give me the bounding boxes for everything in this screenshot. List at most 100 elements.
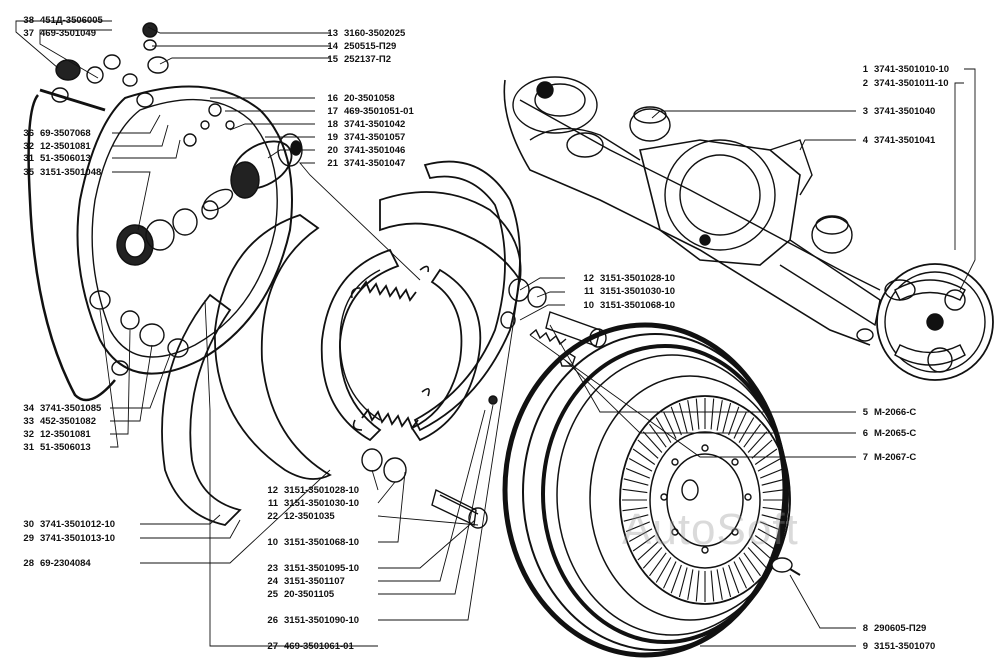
drum-fin xyxy=(762,488,788,494)
callout-number: 10 xyxy=(583,300,594,311)
drum-fin xyxy=(759,521,785,533)
callout-number: 9 xyxy=(862,641,868,652)
callout-label: 32 12-3501081 xyxy=(14,141,91,152)
callout-number: 5 xyxy=(862,407,868,418)
drum-fin xyxy=(670,564,682,594)
callout-number: 32 xyxy=(23,429,34,440)
drum-fin xyxy=(628,528,653,542)
drum-fin xyxy=(655,557,672,583)
callout-number: 26 xyxy=(267,615,278,626)
shoe-lining-left xyxy=(161,293,242,526)
brake-shoe-left xyxy=(214,214,332,480)
drum-fin xyxy=(710,570,715,602)
drum-fin xyxy=(754,535,778,552)
callout-number: 4 xyxy=(862,135,868,146)
drum-fin xyxy=(623,514,649,522)
part-code: 3151-3501028-10 xyxy=(600,273,676,284)
backing-plate xyxy=(76,85,293,375)
part-code: 3151-3501107 xyxy=(284,576,345,587)
drum-fin xyxy=(622,488,648,494)
part-code: М-2066-С xyxy=(874,407,917,418)
wheel-cylinder xyxy=(202,133,303,212)
drum-fin xyxy=(722,402,732,433)
drum-fin xyxy=(663,561,677,589)
drum-fin xyxy=(762,506,788,512)
callout-number: 33 xyxy=(23,416,34,427)
drum-fin xyxy=(761,478,787,486)
callout-number: 31 xyxy=(23,442,34,453)
drum-fin xyxy=(623,478,649,486)
part-code: 290605-П29 xyxy=(874,623,927,634)
part-code: 3741-3501012-10 xyxy=(40,519,116,530)
drum-fin xyxy=(751,541,773,561)
callout-number: 36 xyxy=(23,128,34,139)
part-code: 3151-3501028-10 xyxy=(284,485,360,496)
callout-label: 5 М-2066-С xyxy=(848,407,917,418)
callout-label: 4 3741-3501041 xyxy=(848,135,936,146)
callout-number: 37 xyxy=(23,28,34,39)
drum-fin xyxy=(687,569,694,600)
drum-fin xyxy=(722,567,732,598)
part-code: 3151-3501068-10 xyxy=(600,300,676,311)
brake-drum xyxy=(502,322,801,658)
callout-number: 11 xyxy=(583,286,594,297)
callout-number: 34 xyxy=(23,403,34,414)
part-code: 469-3501049 xyxy=(40,28,96,39)
part-code: 3741-3501042 xyxy=(344,119,406,130)
part-code: 469-3501061-01 xyxy=(284,641,354,652)
callout-number: 6 xyxy=(862,428,868,439)
drum-fin xyxy=(642,431,663,453)
return-spring-lower xyxy=(352,388,430,431)
callout-number: 18 xyxy=(327,119,338,130)
drum-fin xyxy=(743,423,761,448)
callout-number: 8 xyxy=(862,623,868,634)
brake-shoe-right xyxy=(379,160,522,432)
leader-lines xyxy=(15,20,976,647)
drum-fin xyxy=(637,541,659,561)
part-code: 252137-П2 xyxy=(344,54,391,65)
drum-fin xyxy=(625,467,651,479)
callout-number: 16 xyxy=(327,93,338,104)
shoe-web xyxy=(320,248,482,442)
callout-number: 30 xyxy=(23,519,34,530)
drum-fin xyxy=(628,458,653,472)
drum-fin xyxy=(759,467,785,479)
callout-number: 2 xyxy=(862,78,868,89)
part-code: 3151-3501068-10 xyxy=(284,537,360,548)
drum-fin xyxy=(632,448,656,465)
watermark: AutoSoft xyxy=(622,505,799,554)
drum-fin xyxy=(751,439,773,459)
drum-fin xyxy=(625,521,651,533)
callout-number: 24 xyxy=(267,576,278,587)
callout-number: 14 xyxy=(327,41,338,52)
part-code: 20-3501105 xyxy=(284,589,335,600)
part-code: 3741-3501041 xyxy=(874,135,936,146)
drum-fin xyxy=(695,398,700,430)
part-code: 3741-3501010-10 xyxy=(874,64,950,75)
part-code: 12-3501081 xyxy=(40,141,91,152)
callout-number: 32 xyxy=(23,141,34,152)
callout-number: 28 xyxy=(23,558,34,569)
part-code: 3741-3501040 xyxy=(874,106,936,117)
callout-number: 7 xyxy=(862,452,868,463)
part-code: 3151-3501070 xyxy=(874,641,936,652)
callout-number: 35 xyxy=(23,167,34,178)
drum-fin xyxy=(757,528,782,542)
drum-fin xyxy=(710,398,715,430)
